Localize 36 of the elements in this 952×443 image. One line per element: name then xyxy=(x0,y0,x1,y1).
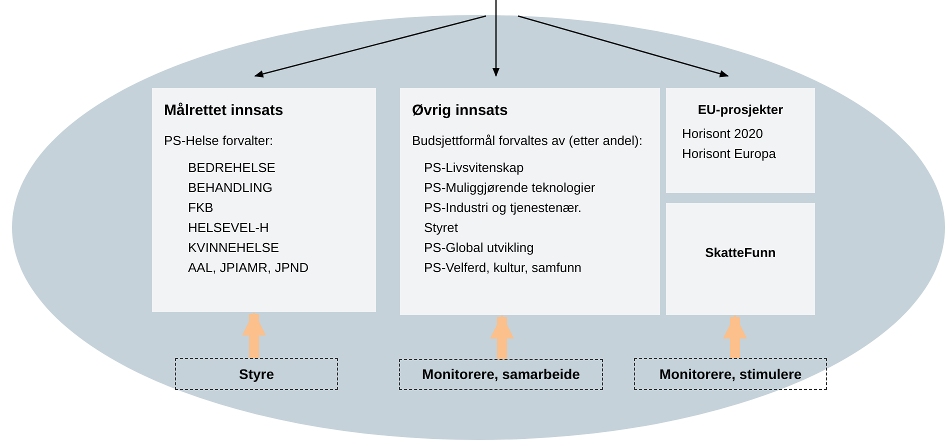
heading: SkatteFunn xyxy=(705,244,776,262)
box-label: Monitorere, stimulere xyxy=(659,364,802,384)
dashed-box xyxy=(399,359,603,390)
arrow xyxy=(492,0,500,77)
block-arrow xyxy=(242,312,266,358)
list-item: Styret xyxy=(423,218,459,237)
list-item: HELSEVEL-H xyxy=(187,218,270,236)
list-item: Horisont Europa xyxy=(682,144,777,163)
block-arrow xyxy=(723,314,747,358)
dashed-box xyxy=(175,358,338,390)
box-label: Styre xyxy=(238,364,274,384)
list-item: KVINNEHELSE xyxy=(187,238,280,256)
list-item: PS-Global utvikling xyxy=(423,238,535,257)
body-text: PS-Helse forvalter: xyxy=(164,132,274,150)
list-item: PS-Velferd, kultur, samfunn xyxy=(423,258,583,276)
heading: Målrettet innsats xyxy=(164,101,284,121)
list-item: AAL, JPIAMR, JPND xyxy=(187,258,310,276)
list-item: BEDREHELSE xyxy=(187,158,276,176)
list-item: PS-Industri og tjenestenær. xyxy=(423,198,583,217)
arrow xyxy=(518,15,729,78)
box-label: Monitorere, samarbeide xyxy=(422,365,580,384)
text-box xyxy=(152,88,376,312)
arrow xyxy=(254,15,486,78)
dashed-box xyxy=(634,358,827,390)
text-box xyxy=(666,203,815,315)
list-item: PS-Muliggjørende teknologier xyxy=(423,178,596,197)
list-item: FKB xyxy=(187,198,214,216)
text-box xyxy=(666,88,815,193)
list-item: PS-Livsvitenskap xyxy=(423,158,525,177)
heading: Øvrig innsats xyxy=(412,101,509,121)
list-item: BEHANDLING xyxy=(187,178,274,196)
body-text: Budsjettformål forvaltes av (etter andel): xyxy=(412,132,644,150)
list-item: Horisont 2020 xyxy=(682,124,764,142)
text-box xyxy=(400,88,660,315)
block-arrow xyxy=(490,314,514,359)
heading: EU-prosjekter xyxy=(698,101,784,119)
